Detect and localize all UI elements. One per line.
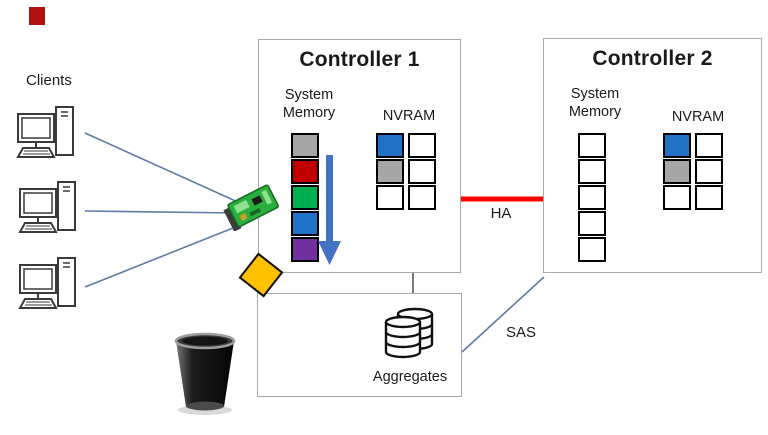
memory-block xyxy=(408,133,436,158)
aggregates-box: Aggregates xyxy=(257,293,462,397)
controller2-system-memory-blocks xyxy=(578,133,606,262)
trash-can-icon xyxy=(174,332,236,415)
nic-card-icon xyxy=(223,184,279,231)
controller1-nvram-blocks xyxy=(376,133,436,210)
aggregates-label: Aggregates xyxy=(372,369,448,385)
memory-block xyxy=(291,237,319,262)
controller2-box: Controller 2 System Memory NVRAM xyxy=(543,38,762,273)
memory-block xyxy=(376,185,404,210)
controller2-title: Controller 2 xyxy=(592,47,713,70)
controller1-title: Controller 1 xyxy=(299,48,420,71)
down-arrow-icon xyxy=(318,155,341,265)
controller1-box: Controller 1 System Memory NVRAM xyxy=(258,39,461,273)
client-computer-icon xyxy=(18,257,76,309)
memory-block xyxy=(663,159,691,184)
memory-block xyxy=(663,185,691,210)
memory-block xyxy=(578,159,606,184)
red-data-block xyxy=(29,7,45,25)
ha-label: HA xyxy=(490,205,512,222)
memory-block xyxy=(578,237,606,262)
client-computer-icon xyxy=(16,106,74,158)
memory-block xyxy=(408,159,436,184)
memory-block xyxy=(291,211,319,236)
database-cylinders-icon xyxy=(384,307,434,359)
memory-block xyxy=(291,159,319,184)
client3-connector-line xyxy=(84,223,244,288)
nvram-column xyxy=(695,133,723,210)
memory-block xyxy=(695,185,723,210)
sas-label: SAS xyxy=(506,324,537,341)
controller2-nvram-label: NVRAM xyxy=(671,109,725,125)
controller1-system-memory-label: System Memory xyxy=(282,87,336,121)
memory-block xyxy=(663,133,691,158)
memory-block xyxy=(376,159,404,184)
memory-block xyxy=(376,133,404,158)
memory-block xyxy=(291,185,319,210)
client1-connector-line xyxy=(84,132,241,204)
controller1-nvram-label: NVRAM xyxy=(382,108,436,124)
nvram-column xyxy=(376,133,404,210)
memory-block xyxy=(695,133,723,158)
memory-block xyxy=(408,185,436,210)
controller2-system-memory-label: System Memory xyxy=(568,86,622,120)
memory-block xyxy=(695,159,723,184)
nvram-column xyxy=(663,133,691,210)
client2-connector-line xyxy=(84,210,237,214)
memory-block xyxy=(578,211,606,236)
memory-block xyxy=(578,133,606,158)
sas-line xyxy=(461,276,545,353)
memory-block xyxy=(291,133,319,158)
nvram-column xyxy=(408,133,436,210)
controller1-system-memory-blocks xyxy=(291,133,319,262)
client-computer-icon xyxy=(18,181,76,233)
clients-label: Clients xyxy=(26,72,72,89)
controller2-nvram-blocks xyxy=(663,133,723,210)
memory-block xyxy=(578,185,606,210)
